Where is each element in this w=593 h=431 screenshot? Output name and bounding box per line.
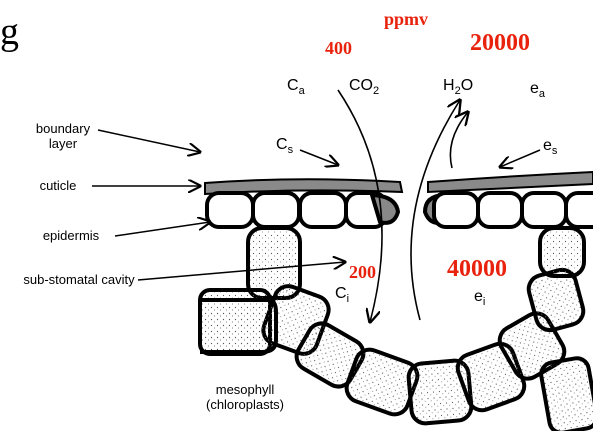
label-mesophyll: mesophyll (chloroplasts) [195,382,295,412]
arrow-boundary-layer [98,130,200,152]
h2o-short-arrow [450,112,468,168]
corner-letter: g [0,10,19,54]
annotation-h2o-internal: 40000 [447,256,507,283]
annotation-co2-internal: 200 [349,262,376,283]
arrow-es [500,150,540,167]
symbol-ca: Ca [287,77,305,97]
symbol-ea: ea [530,80,545,100]
symbol-cs: Cs [276,136,293,156]
annotation-unit: ppmv [384,9,428,30]
label-epidermis: epidermis [26,228,116,243]
label-substomatal-cavity: sub-stomatal cavity [20,272,138,287]
symbol-es: es [543,137,557,157]
epidermis-right [425,193,593,227]
label-cuticle: cuticle [28,178,88,193]
mesophyll-left-cell [200,300,276,352]
epidermis-left [207,193,398,227]
symbol-h2o: H2O [443,77,473,97]
symbol-ci: Ci [335,285,349,305]
arrow-cs [300,150,338,165]
label-boundary-layer: boundary layer [28,121,98,151]
arrow-epidermis [115,222,210,236]
symbol-co2: CO2 [349,77,379,97]
annotation-h2o-ambient: 20000 [470,30,530,57]
arrow-substomatal [138,262,345,280]
cuticle-right [428,172,593,192]
annotation-co2-ambient: 400 [325,38,352,59]
symbol-ei: ei [474,288,485,308]
